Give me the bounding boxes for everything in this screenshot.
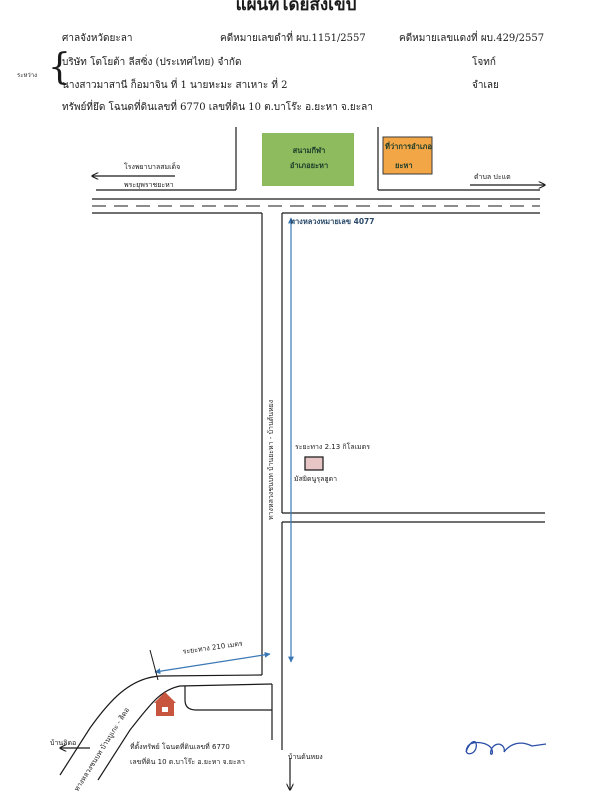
hospital-label-1: โรงพยาบาลสมเด็จ bbox=[124, 163, 181, 171]
lidod-label: บ้านลิดอ bbox=[50, 739, 77, 747]
plaintiff-role: โจทก์ bbox=[472, 57, 496, 68]
office-label-2: ยะหา bbox=[395, 161, 413, 170]
stadium-label-2: อำเภอยะหา bbox=[289, 161, 329, 170]
defendant-role: จำเลย bbox=[472, 80, 499, 91]
district-office-block bbox=[382, 136, 433, 175]
seized-property: ทรัพย์ที่ยึด โฉนดที่ดินเลขที่ 6770 เลขที… bbox=[62, 102, 373, 113]
brace-glyph: { bbox=[48, 47, 71, 88]
stadium-block bbox=[262, 133, 354, 186]
property-label-2: เลขที่ดิน 10 ต.บาโร๊ะ อ.ยะหา จ.ยะลา bbox=[130, 758, 245, 766]
rural-road bbox=[261, 213, 545, 750]
house-icon bbox=[154, 692, 176, 716]
signature-mark bbox=[465, 741, 547, 755]
court-name: ศาลจังหวัดยะลา bbox=[62, 33, 133, 44]
between-label: ระหว่าง bbox=[17, 72, 38, 79]
mosque-block bbox=[304, 456, 324, 471]
red-case-number: คดีหมายเลขแดงที่ ผบ.429/2557 bbox=[399, 33, 545, 44]
highway-4077 bbox=[92, 198, 540, 214]
distance-short-tick bbox=[149, 649, 159, 681]
page-title: แผนที่โดยสังเขป bbox=[235, 0, 357, 15]
plaintiff-name: บริษัท โตโยต้า ลีสซิ่ง (ประเทศไทย) จำกัด bbox=[62, 57, 242, 68]
mosque-label: มัสยิดนูรุลฮูดา bbox=[294, 475, 338, 483]
distance-short-arrow bbox=[154, 651, 271, 675]
side-road-label: ทางหลวงชนบท บ้านยะหา - บ้านต้นหยง bbox=[267, 399, 275, 520]
town-streets bbox=[96, 127, 540, 191]
office-label-1: ที่ว่าการอำเภอ bbox=[385, 142, 432, 151]
defendant-name: นางสาวมาสานี ก็อมาจิน ที่ 1 นายหะมะ สาเห… bbox=[62, 80, 288, 91]
distance-long-label: ระยะทาง 2.13 กิโลเมตร bbox=[295, 443, 370, 451]
pakat-label: ตำบล ปะแต bbox=[474, 173, 511, 181]
stadium-label-1: สนามกีฬา bbox=[292, 146, 326, 155]
tonyong-label: บ้านต้นหยง bbox=[288, 753, 323, 761]
highway-label: ทางหลวงหมายเลข 4077 bbox=[290, 217, 375, 226]
property-label-1: ที่ตั้งทรัพย์ โฉนดที่ดินเลขที่ 6770 bbox=[130, 743, 230, 751]
black-case-number: คดีหมายเลขดำที่ ผบ.1151/2557 bbox=[220, 33, 366, 44]
hospital-label-2: พระยุพราชยะหา bbox=[124, 181, 174, 189]
